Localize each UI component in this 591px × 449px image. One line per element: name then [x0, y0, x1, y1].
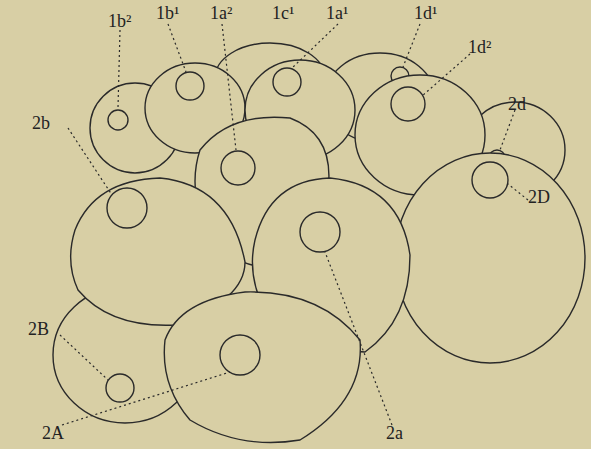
cell-label: 2b	[32, 114, 50, 132]
nucleus	[106, 374, 134, 402]
leader-line	[292, 24, 338, 68]
cell-label: 1a¹	[326, 4, 348, 22]
cell-label: 2A	[42, 424, 64, 442]
nucleus	[273, 68, 301, 96]
nucleus	[472, 162, 508, 198]
nucleus	[108, 110, 128, 130]
leader-line	[118, 30, 120, 108]
cell-label: 2a	[386, 424, 403, 442]
cell-label: 1d¹	[414, 4, 437, 22]
cell-label: 1b²	[108, 12, 131, 30]
leader-line	[60, 335, 108, 380]
cell-label: 1c¹	[272, 4, 294, 22]
cell-label: 1a²	[210, 4, 232, 22]
cell-label: 2B	[28, 320, 49, 338]
leader-line	[168, 24, 186, 72]
nucleus	[221, 151, 255, 185]
leader-line	[68, 128, 112, 195]
nucleus	[176, 72, 204, 100]
nucleus	[300, 212, 340, 252]
cell-label: 2d	[508, 95, 526, 113]
cell-label: 1b¹	[156, 4, 179, 22]
leader-line	[325, 252, 392, 425]
leader-line	[62, 372, 230, 425]
nucleus	[107, 188, 147, 228]
leader-line	[222, 24, 236, 150]
leader-line	[403, 24, 420, 67]
leader-line	[508, 184, 528, 200]
leader-line	[500, 110, 515, 150]
cell-outline	[164, 292, 360, 443]
cell-label: 2D	[528, 188, 550, 206]
nucleus	[391, 87, 425, 121]
cell-label: 1d²	[468, 38, 491, 56]
cell-outline	[395, 153, 585, 363]
leader-line	[422, 54, 470, 96]
nucleus	[220, 335, 260, 375]
